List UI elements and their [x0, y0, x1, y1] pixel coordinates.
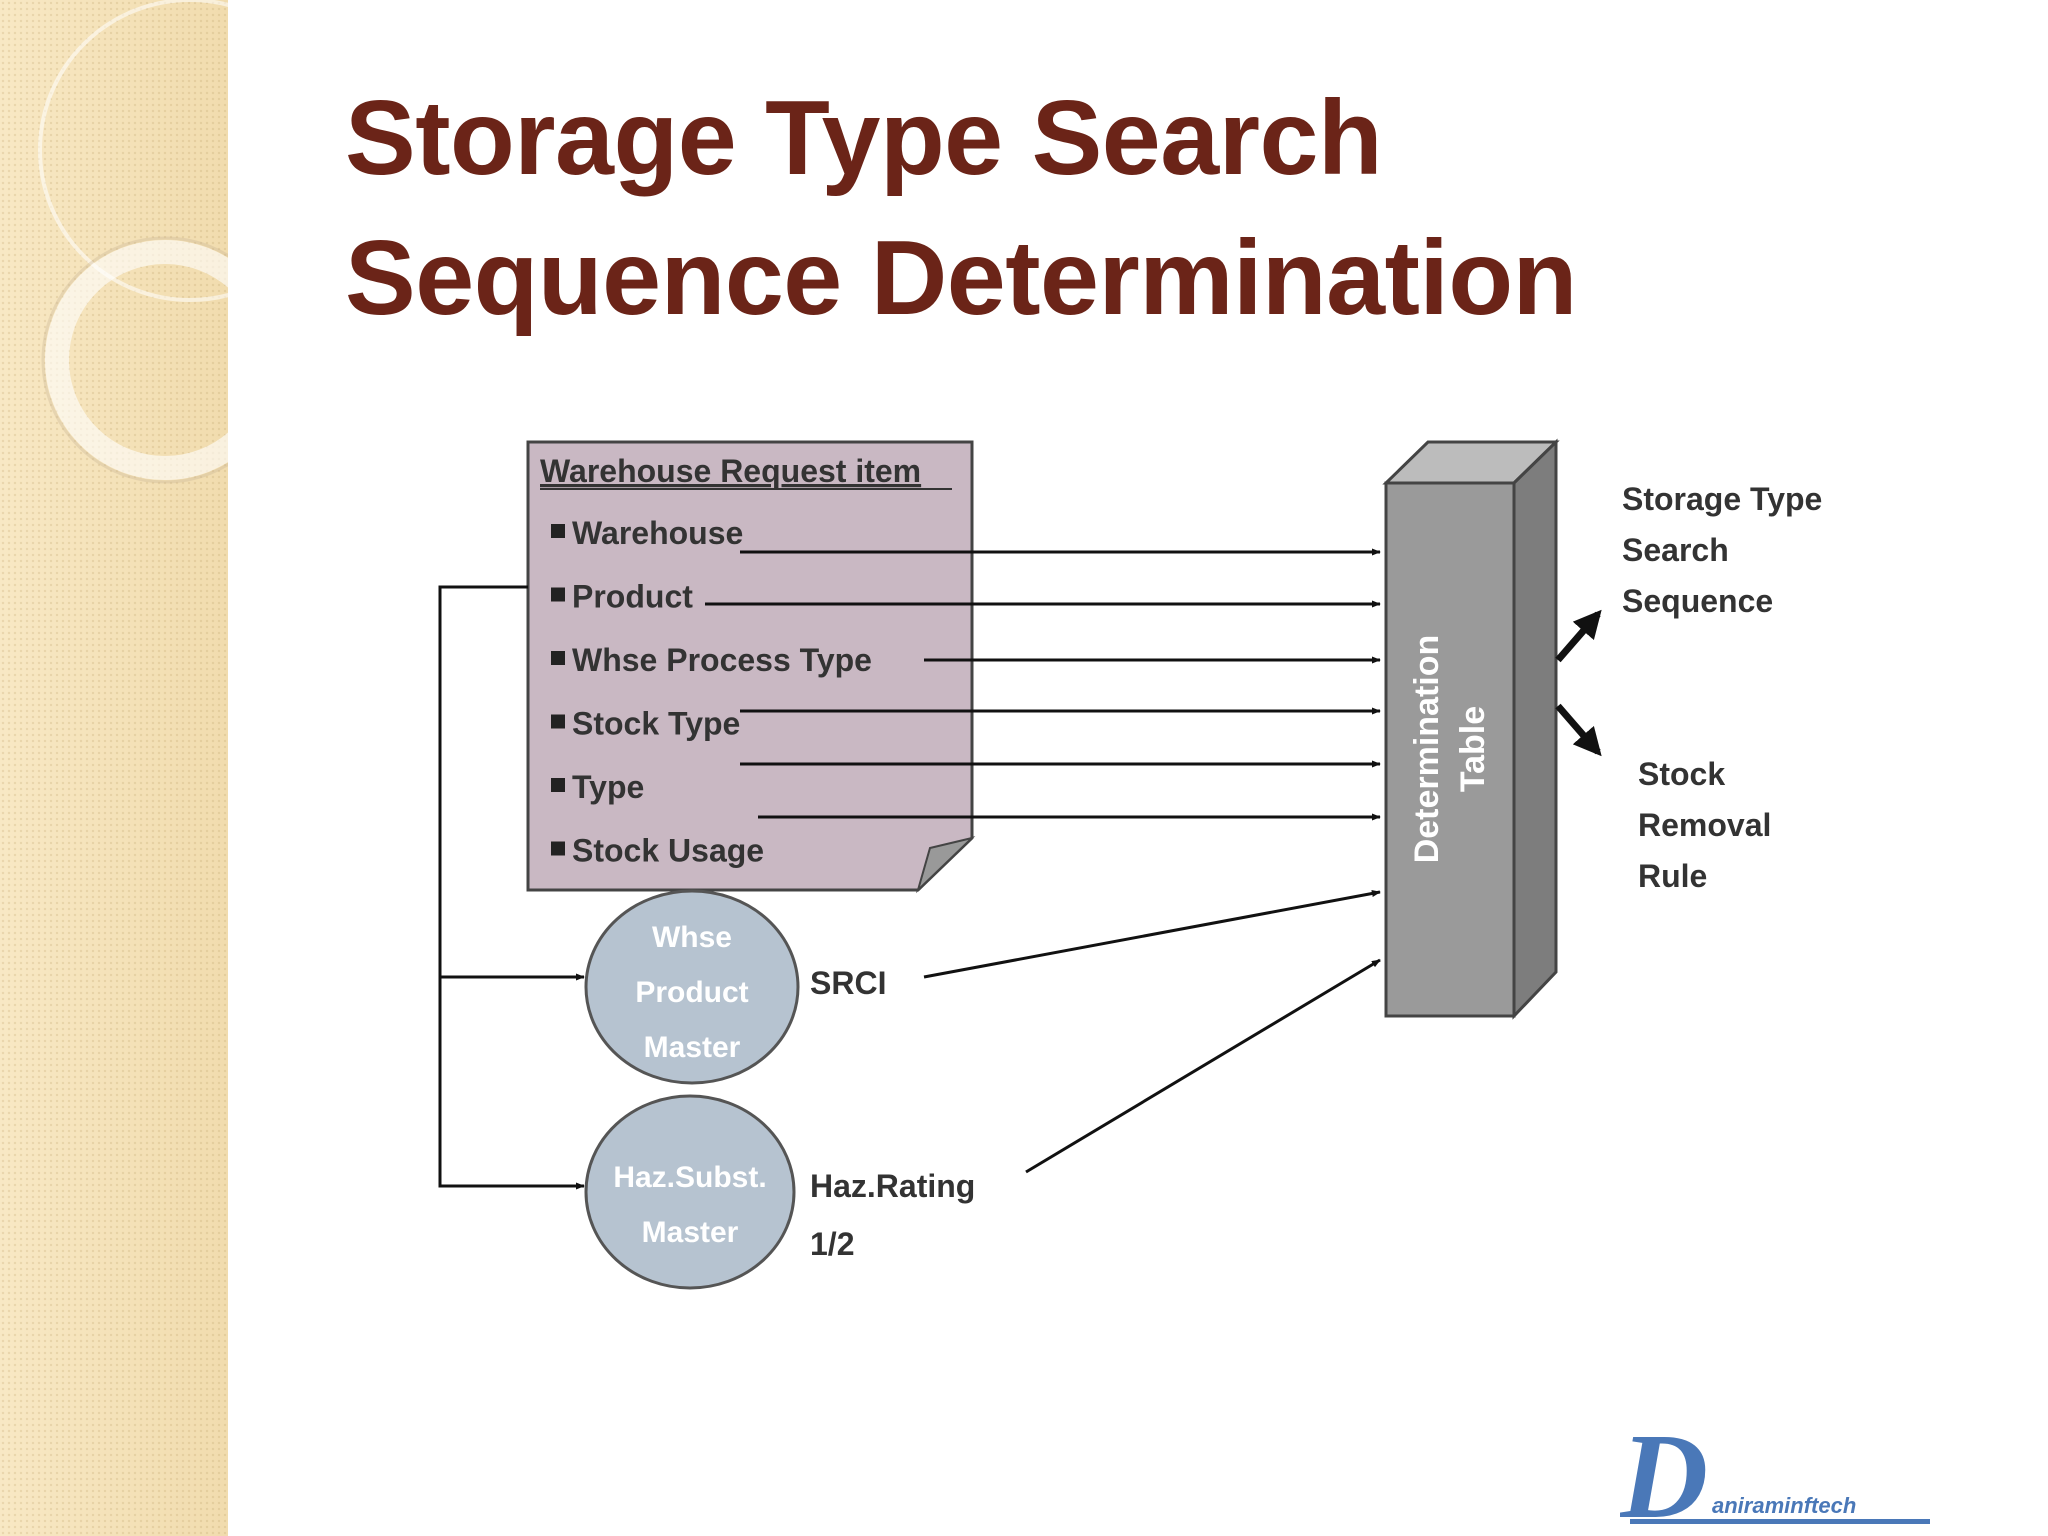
master-label-line: Whse	[652, 921, 732, 954]
request-field: Stock Usage	[572, 833, 764, 869]
output-label-line: Search	[1622, 532, 1729, 568]
output-label-line: Rule	[1638, 858, 1707, 894]
whse-product-master-circle	[584, 889, 800, 1085]
request-header: Warehouse Request item	[540, 453, 921, 489]
request-field: Stock Type	[572, 706, 740, 742]
slide-title: Storage Type Search Sequence Determinati…	[345, 68, 1945, 348]
request-field-bullet	[551, 524, 565, 538]
output-label-line: Removal	[1638, 807, 1771, 843]
field-arrows	[705, 548, 1381, 1174]
output-arrows	[1555, 609, 1602, 757]
logo-text: aniraminftech	[1712, 1493, 1856, 1518]
arrow-haz-rating	[1025, 958, 1381, 1174]
request-field: Warehouse	[572, 515, 743, 551]
request-field-bullet	[551, 714, 565, 729]
logo-underline	[1630, 1519, 1930, 1524]
master-label-line: Master	[642, 1216, 739, 1249]
arrow-output-stock-removal-rule	[1555, 703, 1602, 757]
master-label-line: Master	[644, 1031, 741, 1064]
table-front-face	[1384, 481, 1516, 1018]
srci-attribute-label: SRCI	[810, 965, 886, 1001]
request-field-bullet	[551, 587, 565, 602]
output-label-line: Storage Type	[1622, 481, 1822, 517]
output-label-line: Sequence	[1622, 583, 1773, 619]
master-feed-connector	[438, 585, 585, 1190]
document-folded-corner	[916, 836, 976, 894]
request-field: Whse Process Type	[572, 642, 872, 678]
master-attribute-line: Haz.Rating	[810, 1168, 975, 1204]
request-field-bullet	[551, 841, 565, 856]
master-attribute-line: 1/2	[810, 1226, 854, 1262]
haz-subst-master: Haz.Subst. Master Haz.Rating 1/2	[584, 1094, 975, 1290]
request-field-bullet	[551, 651, 565, 665]
request-field-bullet	[551, 778, 565, 792]
table-label-line: Determination	[1408, 635, 1446, 864]
decorative-rings	[38, 0, 228, 484]
master-attribute-line: SRCI	[810, 965, 886, 1001]
company-logo: D aniraminftech	[1620, 1425, 1930, 1525]
slide-title-line-1: Storage Type Search	[345, 79, 1383, 197]
decorative-side-panel	[0, 0, 228, 1536]
warehouse-request-document: Warehouse Request item WarehouseProductW…	[526, 440, 976, 894]
table-side-face	[1512, 438, 1558, 1020]
haz-subst-master-label: Haz.Subst. Master	[613, 1161, 766, 1249]
slide-title-line-2: Sequence Determination	[345, 219, 1577, 337]
arrow-output-storage-type-search-sequence	[1555, 609, 1602, 663]
haz-subst-master-circle	[584, 1094, 796, 1290]
output-label-line: Stock	[1638, 756, 1725, 792]
table-label-line: Table	[1454, 706, 1492, 792]
request-field: Type	[572, 769, 644, 805]
arrow-srci	[923, 889, 1381, 979]
logo-letter: D	[1620, 1425, 1708, 1525]
master-label-line: Haz.Subst.	[613, 1161, 766, 1194]
master-label-line: Product	[635, 976, 748, 1009]
request-field: Product	[572, 579, 693, 615]
haz-rating-attribute-label: Haz.Rating 1/2	[810, 1168, 975, 1262]
